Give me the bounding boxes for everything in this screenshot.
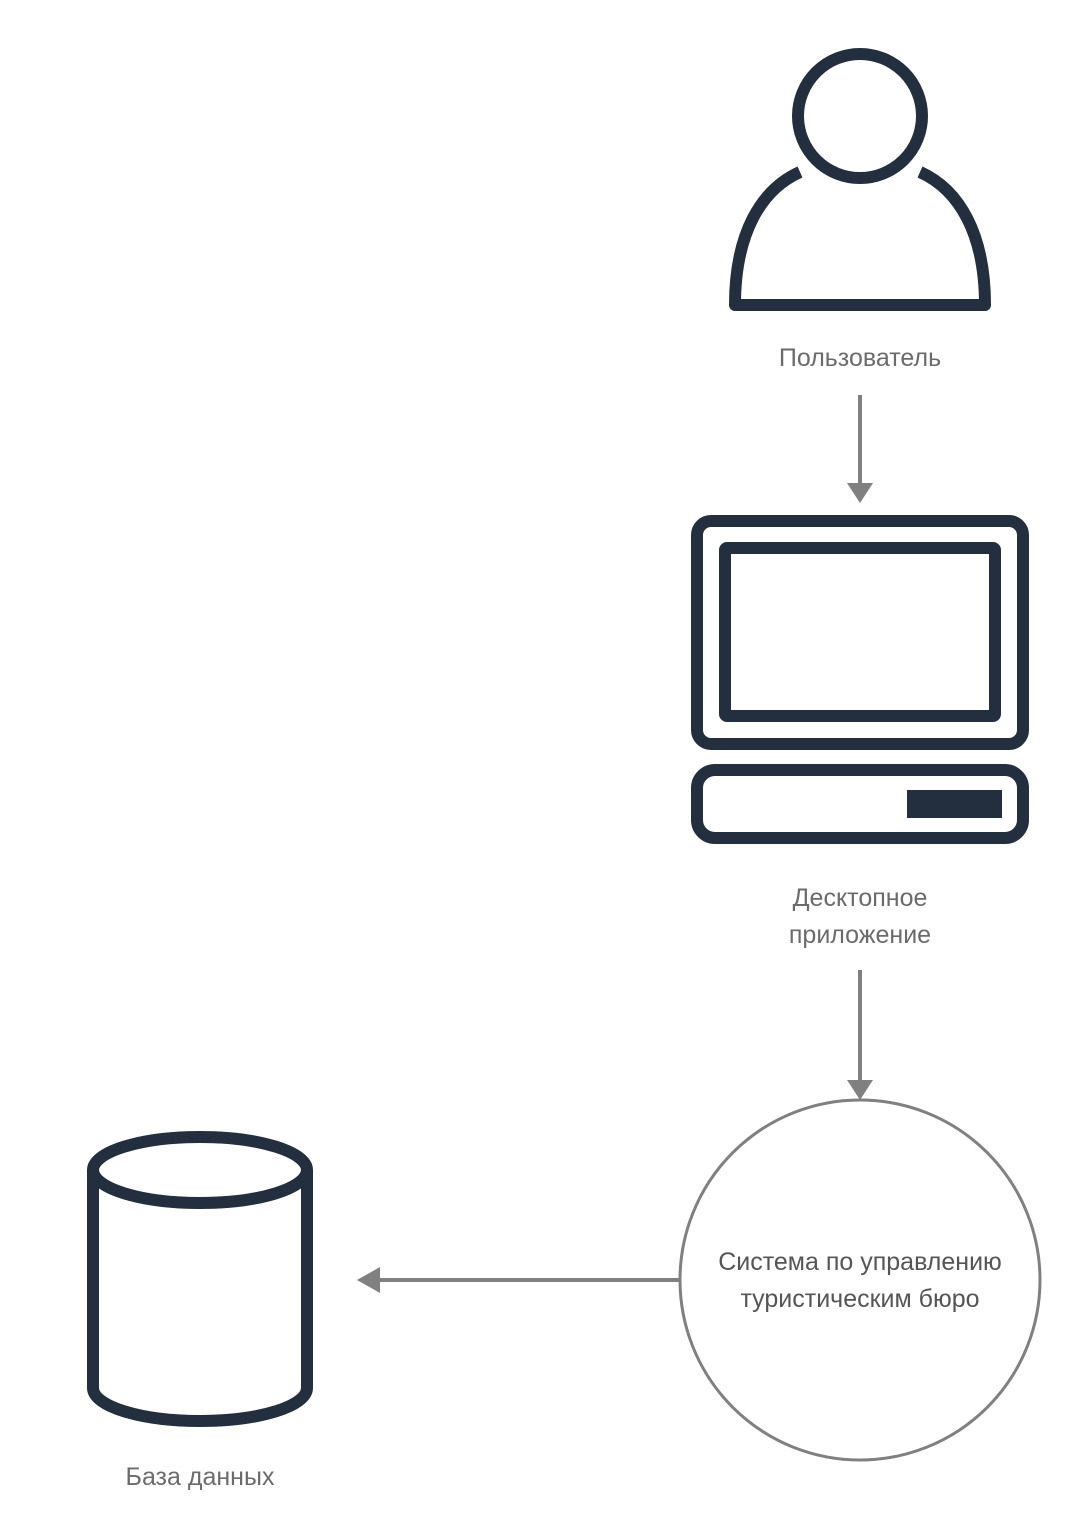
system-label-line2: туристическим бюро	[740, 1285, 980, 1313]
database-label: База данных	[125, 1463, 275, 1491]
user-icon[interactable]	[729, 48, 991, 311]
edge-app-to-system	[847, 970, 873, 1100]
desktop-computer-icon[interactable]	[691, 515, 1029, 844]
desktop-app-label-line1: Десктопное	[792, 884, 928, 912]
user-label: Пользователь	[778, 344, 942, 372]
system-label: Система по управлению туристическим бюро	[686, 1244, 1034, 1318]
desktop-app-label-line2: приложение	[788, 921, 932, 949]
desktop-app-label: Десктопное приложение	[700, 880, 1020, 954]
database-icon[interactable]	[87, 1131, 313, 1428]
edge-user-to-app	[847, 395, 873, 503]
edge-system-to-database	[357, 1267, 680, 1293]
system-label-line1: Система по управлению	[718, 1248, 1002, 1276]
